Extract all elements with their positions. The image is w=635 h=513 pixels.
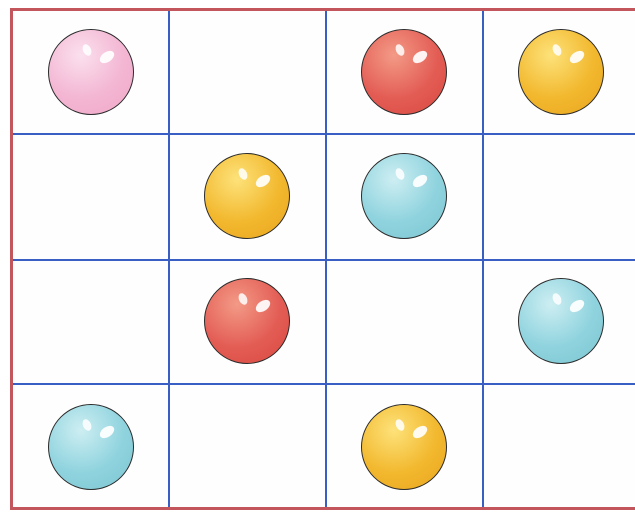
yellow-ball[interactable]: [204, 153, 290, 239]
grid-cell-r1-c2[interactable]: [325, 133, 482, 259]
grid-cell-r2-c1[interactable]: [168, 259, 325, 383]
red-ball[interactable]: [204, 278, 290, 364]
grid-cell-r3-c2[interactable]: [325, 383, 482, 510]
cyan-ball[interactable]: [518, 278, 604, 364]
pink-ball[interactable]: [48, 29, 134, 115]
yellow-ball[interactable]: [361, 404, 447, 490]
cyan-ball[interactable]: [48, 404, 134, 490]
grid-cell-r2-c2[interactable]: [325, 259, 482, 383]
red-ball[interactable]: [361, 29, 447, 115]
grid-cell-r3-c0[interactable]: [13, 383, 168, 510]
game-board: [10, 8, 635, 510]
grid-cell-r1-c3[interactable]: [482, 133, 635, 259]
yellow-ball[interactable]: [518, 29, 604, 115]
grid-cell-r0-c2[interactable]: [325, 11, 482, 133]
grid-cell-r1-c1[interactable]: [168, 133, 325, 259]
grid-cell-r0-c3[interactable]: [482, 11, 635, 133]
grid-cell-r2-c0[interactable]: [13, 259, 168, 383]
cyan-ball[interactable]: [361, 153, 447, 239]
grid-cell-r3-c3[interactable]: [482, 383, 635, 510]
grid-cell-r2-c3[interactable]: [482, 259, 635, 383]
grid-cell-r3-c1[interactable]: [168, 383, 325, 510]
grid-cell-r0-c1[interactable]: [168, 11, 325, 133]
grid-cell-r1-c0[interactable]: [13, 133, 168, 259]
grid-cell-r0-c0[interactable]: [13, 11, 168, 133]
